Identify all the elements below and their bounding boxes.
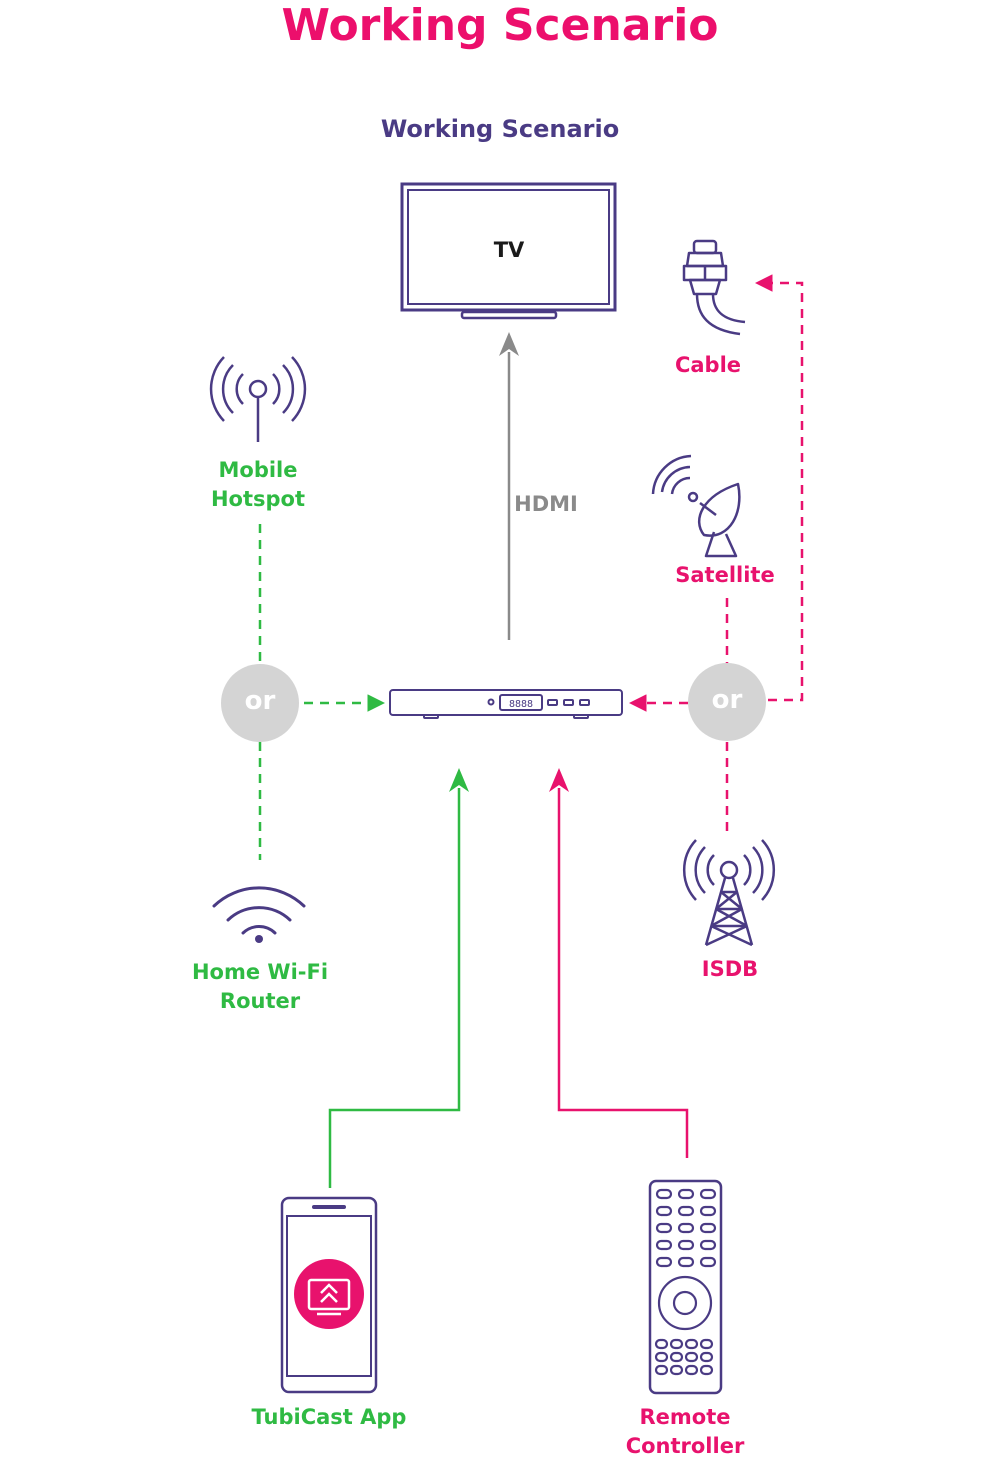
tubicast-control-arrow [328,768,469,1188]
smartphone-icon [280,1196,378,1394]
mobile-hotspot-label-line1: Mobile [218,458,298,482]
home-wifi-label-line2: Router [219,989,301,1013]
set-top-box-icon [389,689,623,719]
remote-label-line2: Controller [625,1434,745,1458]
tv-label: TV [493,238,525,262]
tubicast-app-label: TubiCast App [251,1405,407,1429]
wifi-icon [212,886,306,943]
cable-icon [682,239,746,336]
mobile-hotspot-icon [209,356,307,442]
remote-label-line1: Remote [639,1405,731,1429]
isdb-tower-icon [682,839,776,947]
cable-link [755,274,804,702]
home-wifi-label-line1: Home Wi-Fi [191,960,329,984]
cable-label: Cable [674,353,742,377]
tubicast-app-icon [294,1259,364,1329]
page-title: Working Scenario [281,0,719,51]
mobile-hotspot-label-line2: Hotspot [210,487,306,511]
or-junction-network: or [221,664,299,742]
mobile-hotspot-label: Mobile Hotspot [178,456,338,514]
satellite-label: Satellite [675,563,775,587]
hdmi-arrow [499,332,519,640]
isdb-label: ISDB [701,957,759,981]
tv-icon [400,182,617,320]
satellite-dish-icon [651,454,741,558]
or-junction-broadcast: or [688,663,766,741]
remote-controller-icon [648,1179,723,1395]
hdmi-label: HDMI [514,492,578,516]
remote-control-arrow [549,768,689,1158]
diagram-subtitle: Working Scenario [380,115,620,143]
remote-controller-label: Remote Controller [605,1403,765,1461]
home-wifi-router-label: Home Wi-Fi Router [175,958,345,1016]
set-top-box-display: 8888 [509,699,533,710]
